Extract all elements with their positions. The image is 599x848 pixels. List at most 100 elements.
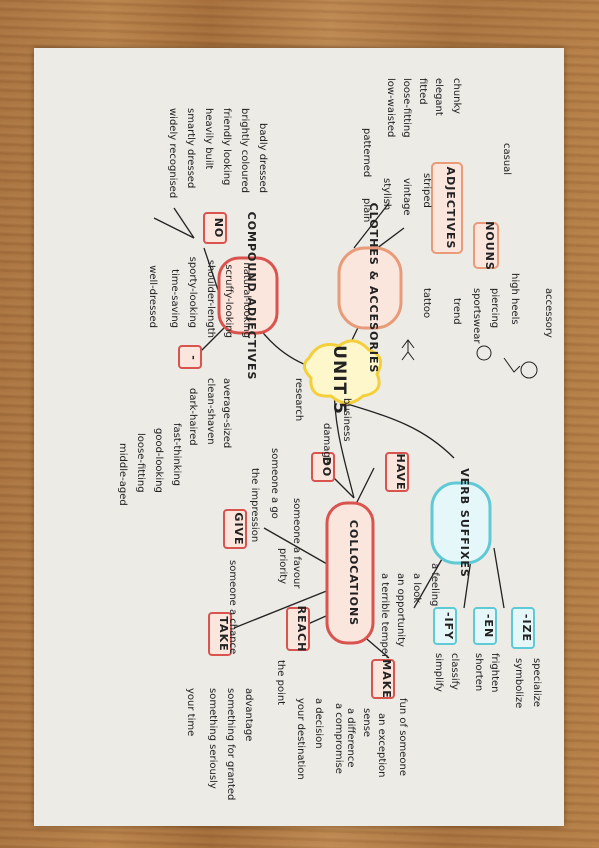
word: friendly looking [221, 108, 232, 185]
word: your destination [295, 698, 306, 780]
word: sporty-looking [187, 257, 198, 328]
word: smartly dressed [185, 108, 196, 188]
word: frighten [489, 653, 500, 693]
word: stylish [381, 178, 392, 210]
word: something seriously [207, 688, 218, 789]
word: an exception [376, 713, 387, 778]
word: widely recognised [167, 108, 178, 198]
smiley-icon [520, 361, 538, 379]
word: an opportunity [395, 573, 406, 647]
word: tattoo [421, 288, 432, 318]
word: low-waisted [385, 78, 396, 137]
shoe-icon [503, 357, 521, 373]
doodle-icons [401, 339, 538, 379]
make-label: MAKE [380, 659, 393, 699]
word: patterned [361, 128, 372, 177]
word: classify [449, 653, 460, 690]
word: plain [361, 198, 372, 222]
nouns-box [473, 222, 499, 269]
collocations-box [325, 501, 375, 645]
word: heavily built [203, 108, 214, 169]
word: a decision [313, 698, 324, 749]
word: your time [185, 688, 196, 736]
reach-box [286, 607, 310, 651]
word: something for granted [225, 688, 236, 800]
give-label: GIVE [232, 512, 245, 545]
do-box [311, 452, 335, 482]
word: shoulder-length [205, 260, 216, 338]
word: business [341, 398, 352, 442]
mind-map: UNIT 5 CLOTHES & ACCESORIES ADJECTIVES N… [34, 48, 564, 826]
compound-label: COMPOUND ADJECTIVES [245, 212, 258, 381]
have-label: HAVE [394, 454, 407, 491]
word: elegant [433, 78, 444, 116]
word: sportswear [471, 288, 482, 344]
nouns-label: NOUNS [483, 221, 496, 271]
word: striped [421, 173, 432, 208]
adjectives-box [431, 162, 463, 254]
word: dark-haired [187, 388, 198, 446]
word: advantage [243, 688, 254, 741]
take-label: TAKE [217, 616, 230, 651]
no-box [203, 212, 227, 244]
person-icon [401, 339, 415, 361]
en-label: -EN [482, 614, 495, 638]
word: loose-fitting [401, 78, 412, 138]
clothes-label: CLOTHES & ACCESORIES [367, 203, 380, 374]
reach-label: REACH [295, 606, 308, 653]
word: badly dressed [257, 123, 268, 193]
word: fun of someone [397, 698, 408, 776]
word: trend [451, 298, 462, 325]
take-box [208, 612, 232, 656]
word: vintage [401, 178, 412, 216]
word: brightly coloured [239, 108, 250, 193]
word: scruffy-looking [223, 264, 234, 338]
word: high heels [509, 273, 520, 325]
face-icon [476, 345, 492, 361]
collocations-label: COLLOCATIONS [347, 520, 360, 626]
do-label: DO [320, 457, 333, 477]
word: clean-shaven [205, 378, 216, 445]
dash-box [178, 345, 202, 369]
clothes-box [337, 246, 403, 330]
word: middle-aged [117, 443, 128, 506]
verb-suffixes-box [430, 481, 492, 565]
word: the impression [249, 468, 260, 542]
word: a feeling [429, 563, 440, 606]
word: priority [277, 548, 288, 584]
center-cloud [303, 339, 383, 405]
center-label: UNIT 5 [329, 345, 349, 415]
ize-box [511, 607, 535, 649]
word: loose-fitting [135, 433, 146, 493]
word: natural-looking [241, 262, 252, 338]
word: someone a go [269, 448, 280, 519]
dash-label: - [187, 355, 200, 361]
word: shorten [473, 653, 484, 691]
word: a difference [345, 708, 356, 768]
word: fast-thinking [171, 423, 182, 486]
en-box [473, 607, 497, 645]
adjectives-label: ADJECTIVES [444, 167, 457, 250]
word: research [293, 378, 304, 421]
ify-box [433, 607, 457, 645]
word: piercing [489, 288, 500, 328]
word: average-sized [221, 378, 232, 448]
paper-sheet [34, 48, 564, 826]
word: a terrible temper [379, 573, 390, 659]
word: specialize [531, 658, 542, 707]
have-box [385, 452, 409, 492]
word: casual [501, 143, 512, 175]
word: damage [321, 423, 332, 464]
ize-label: -IZE [520, 614, 533, 642]
connector-lines [153, 202, 505, 659]
word: well-dressed [147, 265, 158, 328]
word: a compromise [333, 703, 344, 774]
word: time-saving [169, 269, 180, 328]
word: symbolize [513, 658, 524, 708]
branch-boxes [178, 162, 535, 699]
no-label: NO [212, 218, 225, 239]
word: a look [411, 573, 422, 603]
verb-suffixes-label: VERB SUFFIXES [458, 468, 471, 578]
word: good-looking [153, 428, 164, 493]
word: sense [361, 708, 372, 737]
